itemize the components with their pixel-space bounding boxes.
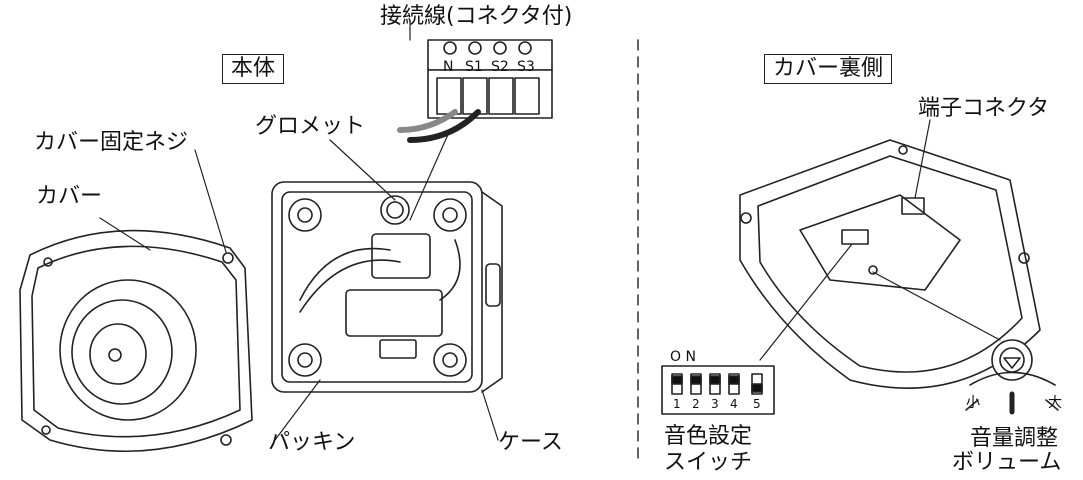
dip-on-label: O N [670,349,696,365]
dip-switch-drawing [661,365,775,415]
dip-number-1: 1 [673,397,681,411]
volume-min-label: 小 [966,395,980,411]
terminal-s3: S3 [517,59,535,75]
terminal-s1: S1 [465,59,483,75]
terminal-n: N [443,59,454,75]
dip-number-3: 3 [711,397,719,411]
cover-back-title: カバー裏側 [764,54,893,84]
volume-knob-drawing [965,339,1059,415]
volume-label-line2: ボリューム [952,450,1062,475]
cover-screw-label: カバー固定ネジ [34,130,189,155]
main-body-title: 本体 [222,54,285,84]
tone-switch-label-line1: 音色設定 [664,424,753,449]
volume-max-label: 大 [1048,395,1062,411]
tone-switch-label-line2: スイッチ [664,450,753,475]
terminal-block-drawing [397,39,553,143]
volume-label-line1: 音量調整 [970,426,1059,451]
leader-lines [99,19,1001,441]
packing-label: パッキン [268,430,356,455]
terminal-connector-label: 端子コネクタ [918,96,1050,121]
terminal-s2: S2 [491,59,509,75]
dip-number-5: 5 [753,397,761,411]
case-drawing [271,181,503,393]
connection-wire-label: 接続線(コネクタ付) [380,4,573,29]
cover-back-drawing [739,139,1041,389]
cover-label: カバー [36,184,103,209]
grommet-label: グロメット [255,114,366,139]
case-label: ケース [498,430,563,455]
dip-number-4: 4 [730,397,738,411]
dip-number-2: 2 [692,397,700,411]
cover-drawing [19,229,253,452]
